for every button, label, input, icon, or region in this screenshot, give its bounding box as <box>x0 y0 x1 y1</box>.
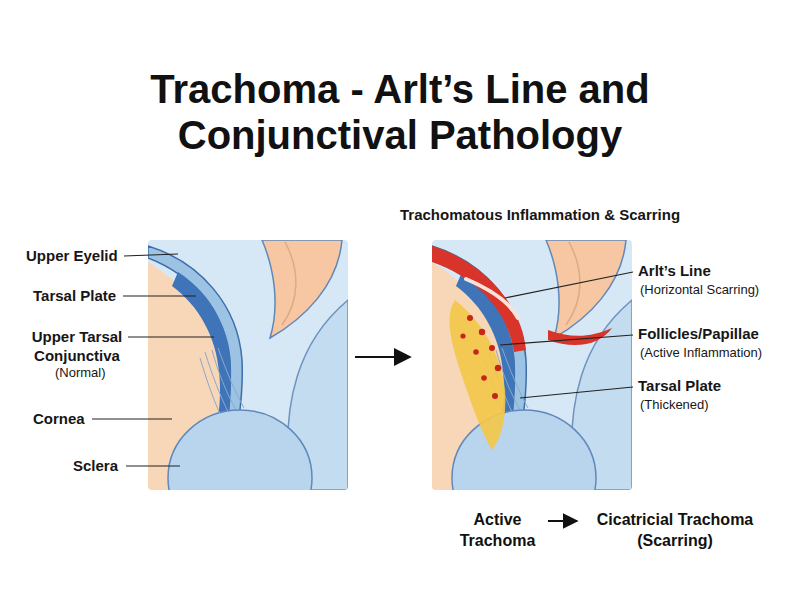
part-label: Arlt’s Line <box>638 262 711 281</box>
stage-text: Active Trachoma <box>450 510 545 552</box>
part-label: Upper Eyelid <box>26 247 118 266</box>
part-note: (Active Inflammation) <box>640 345 762 361</box>
part-label: Cornea <box>33 410 85 429</box>
part-label: Follicles/Papillae <box>638 325 759 344</box>
flow-arrow <box>548 520 577 522</box>
part-label: Upper Tarsal Conjunctiva <box>22 328 132 366</box>
trachoma-eye <box>432 240 632 546</box>
stage-node: Active Trachoma <box>450 510 545 552</box>
part-label: Sclera <box>73 457 118 476</box>
diagram-title: Trachoma - Arlt’s Line and Conjunctival … <box>90 66 710 158</box>
panel-heading: Trachomatous Inflammation & Scarring <box>400 206 680 225</box>
part-label: Tarsal Plate <box>33 287 116 306</box>
part-note: (Normal) <box>55 365 106 381</box>
leader-lines <box>92 254 633 466</box>
inflammation-overlay <box>432 246 612 450</box>
stage-node: Cicatricial Trachoma (Scarring) <box>580 510 770 552</box>
normal-eye <box>148 240 348 546</box>
part-note: (Thickened) <box>640 397 709 413</box>
stage-text: Cicatricial Trachoma (Scarring) <box>580 510 770 552</box>
part-note: (Horizontal Scarring) <box>640 282 759 298</box>
progression-arrow <box>355 356 410 358</box>
part-label: Tarsal Plate <box>638 377 721 396</box>
